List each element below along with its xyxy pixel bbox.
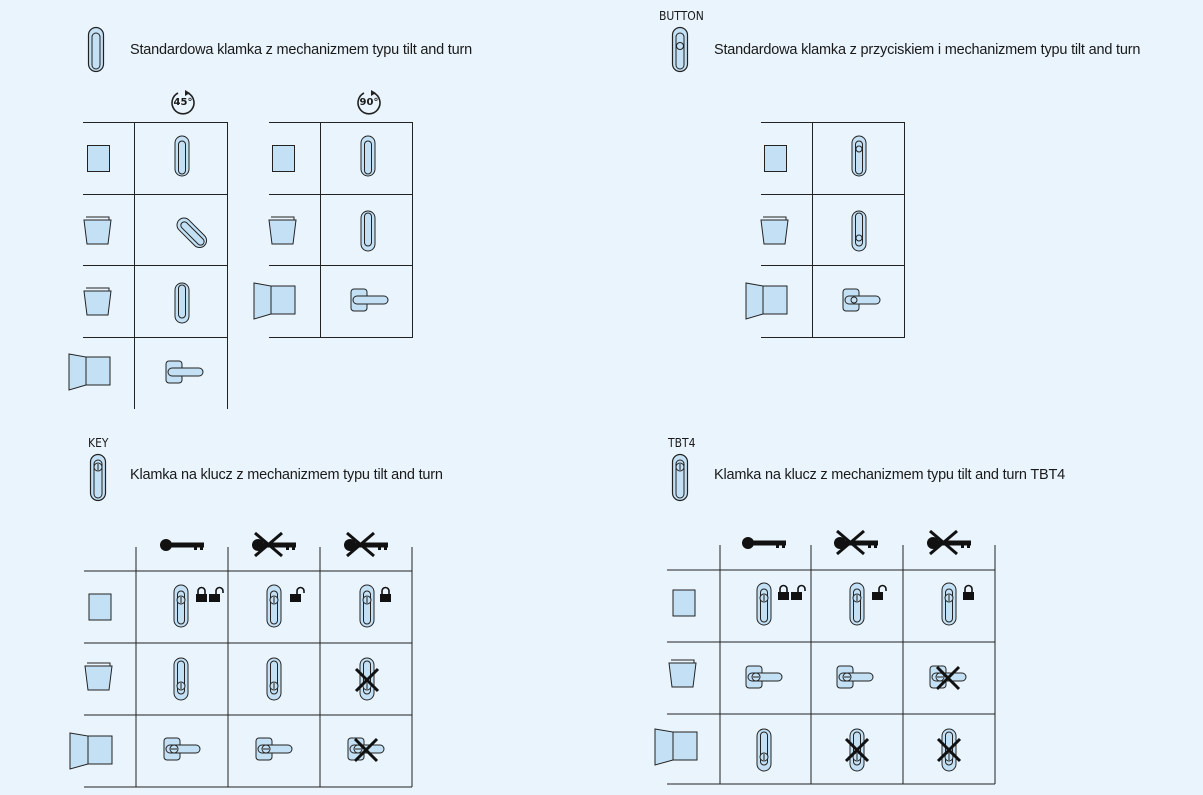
standard-description: Standardowa klamka z mechanizmem typu ti… [130, 42, 472, 58]
handle-down-icon [174, 135, 190, 177]
key-handle-icon [756, 728, 772, 772]
window-open-icon [745, 282, 788, 320]
key-handle-icon [359, 584, 375, 628]
button-handle-horizontal-icon [842, 288, 881, 312]
handle-up-icon [360, 210, 376, 252]
window-tilted-icon [668, 659, 697, 688]
key-icon [742, 537, 786, 549]
handle-down-icon [360, 135, 376, 177]
padlock-open-icon [791, 584, 806, 600]
window-open-icon [253, 282, 296, 320]
button-handle-up-icon [851, 210, 867, 252]
window-closed-icon [88, 593, 112, 621]
key-tag: KEY [88, 436, 109, 450]
window-tilted-icon [83, 216, 112, 245]
key-handle-horizontal-icon [347, 737, 385, 763]
button-description: Standardowa klamka z przyciskiem i mecha… [714, 42, 1141, 58]
window-closed-icon [764, 145, 787, 172]
window-closed-icon [272, 145, 295, 172]
key-grid [69, 531, 413, 788]
window-closed-icon [672, 589, 696, 617]
button-tag: BUTTON [659, 9, 704, 23]
angle-45-label: 45° [173, 97, 193, 108]
key-handle-icon [936, 728, 962, 772]
key-handle-horizontal-icon [836, 665, 874, 689]
window-closed-icon [87, 145, 110, 172]
key-description: Klamka na klucz z mechanizmem typu tilt … [130, 467, 443, 483]
handle-diagonal-icon [176, 217, 208, 249]
button-handle-legend-icon [671, 26, 689, 73]
angle-90-label: 90° [359, 97, 379, 108]
handle-horizontal-icon [350, 288, 389, 312]
padlock-open-icon [872, 584, 887, 600]
key-handle-icon [266, 657, 282, 701]
button-handle-down-icon [851, 135, 867, 177]
window-open-icon [654, 728, 698, 766]
key-handle-icon [173, 657, 189, 701]
key-handle-icon [849, 582, 865, 626]
key-icon [160, 539, 204, 551]
key-crossed-icon [344, 531, 388, 558]
window-tilted-icon [268, 216, 297, 245]
window-open-icon [69, 732, 113, 770]
key-crossed-icon [252, 531, 296, 558]
key-handle-legend-icon [89, 453, 107, 502]
key-handle-icon [844, 728, 870, 772]
tbt4-grid [654, 529, 996, 785]
key-handle-icon [354, 657, 380, 701]
tbt4-tag: TBT4 [668, 436, 696, 450]
padlock-closed-icon [778, 584, 789, 600]
handle-up-icon [174, 282, 190, 324]
tbt4-description: Klamka na klucz z mechanizmem typu tilt … [714, 467, 1065, 483]
key-handle-horizontal-icon [929, 665, 967, 691]
window-tilted-icon [760, 216, 789, 245]
window-open-icon [68, 353, 111, 391]
key-handle-icon [266, 584, 282, 628]
key-handle-horizontal-icon [745, 665, 783, 689]
padlock-open-icon [290, 586, 305, 602]
key-crossed-icon [834, 529, 878, 556]
handle-horizontal-icon [165, 360, 204, 384]
key-handle-horizontal-icon [255, 737, 293, 761]
key-crossed-icon [927, 529, 971, 556]
padlock-closed-icon [963, 584, 974, 600]
tbt4-handle-legend-icon [671, 453, 689, 502]
key-handle-icon [173, 584, 189, 628]
padlock-open-icon [209, 586, 224, 602]
standard-handle-legend-icon [87, 26, 105, 73]
window-tilted-icon [83, 287, 112, 316]
window-tilted-icon [84, 662, 113, 691]
padlock-closed-icon [196, 586, 207, 602]
padlock-closed-icon [380, 586, 391, 602]
key-handle-horizontal-icon [163, 737, 201, 761]
key-handle-icon [756, 582, 772, 626]
key-handle-icon [941, 582, 957, 626]
